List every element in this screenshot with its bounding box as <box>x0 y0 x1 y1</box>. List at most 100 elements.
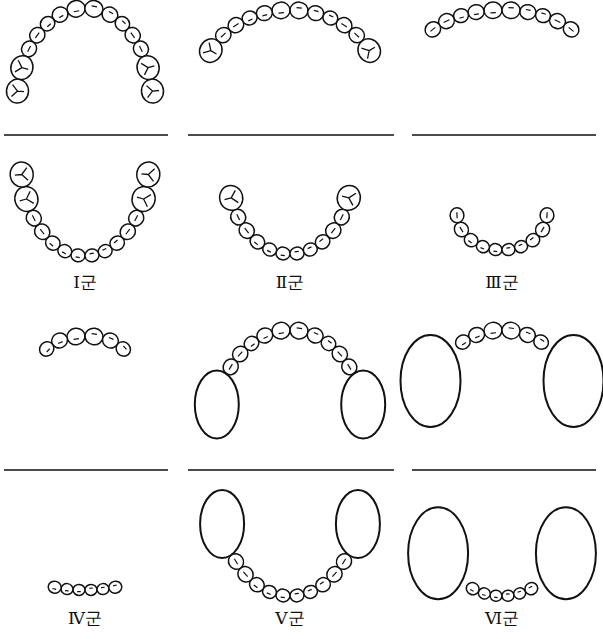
tooth <box>60 583 73 595</box>
tooth <box>289 1 308 19</box>
molar-fissure <box>15 60 30 75</box>
tooth-outline <box>84 248 100 263</box>
incisal-mark <box>308 247 312 249</box>
tooth-outline <box>275 588 291 603</box>
incisal-mark <box>74 338 79 340</box>
premolar-fissure <box>460 227 463 232</box>
occlusal-line <box>412 469 596 470</box>
tooth-outline <box>501 243 515 256</box>
tooth-outline <box>271 1 290 19</box>
tooth <box>531 332 551 352</box>
incisal-mark <box>490 12 495 14</box>
premolar-fissure <box>332 572 336 577</box>
premolar-fissure <box>28 46 31 52</box>
premolar-fissure <box>233 23 238 26</box>
premolar-fissure <box>541 227 544 232</box>
incisal-mark <box>74 10 79 12</box>
tooth <box>422 19 444 41</box>
tooth <box>464 580 481 597</box>
premolar-fissure <box>555 20 561 23</box>
incisal-mark <box>52 588 56 590</box>
tooth-outline <box>113 339 133 359</box>
edentulous-area <box>195 370 239 438</box>
incisal-mark <box>248 19 252 21</box>
incisal-mark <box>263 15 268 16</box>
premolar-fissure <box>430 27 435 31</box>
tooth <box>9 161 34 188</box>
incisal-mark <box>92 5 97 7</box>
incisal-mark <box>529 586 532 588</box>
tooth-outline <box>136 161 161 188</box>
incisal-mark <box>540 339 544 342</box>
molar-fissure <box>135 191 151 207</box>
incisal-mark <box>328 340 332 343</box>
molar-fissure <box>141 168 155 182</box>
molar-fissure <box>203 43 220 59</box>
tooth-outline <box>195 35 226 67</box>
incisal-mark <box>65 590 69 592</box>
tooth-outline <box>84 0 105 19</box>
tooth-outline <box>289 1 308 19</box>
incisal-mark <box>114 240 117 243</box>
tooth <box>467 3 485 20</box>
tooth <box>453 332 473 352</box>
incisal-mark <box>123 346 126 349</box>
premolar-fissure <box>237 214 240 220</box>
incisal-mark <box>101 587 105 589</box>
tooth-outline <box>335 183 363 213</box>
group-label: Ⅱ군 <box>276 272 305 292</box>
premolar-fissure <box>456 212 457 218</box>
incisal-mark <box>264 337 268 339</box>
tooth <box>289 588 305 603</box>
incisal-mark <box>251 344 255 347</box>
incisal-mark <box>541 13 545 14</box>
incisal-mark <box>62 252 66 254</box>
tooth <box>502 2 521 20</box>
incisal-mark <box>462 343 466 346</box>
tooth <box>73 584 85 595</box>
incisal-mark <box>102 248 106 250</box>
incisal-mark <box>77 591 81 592</box>
tooth-outline <box>9 161 34 188</box>
tooth <box>195 35 226 67</box>
premolar-fissure <box>444 20 450 23</box>
group-label: Ⅲ군 <box>485 272 518 292</box>
molar-fissure <box>361 42 378 58</box>
incisal-mark <box>526 332 530 334</box>
incisal-mark <box>526 9 531 11</box>
incisal-mark <box>279 332 284 334</box>
tooth-outline <box>85 584 97 595</box>
group-label: Ⅳ군 <box>68 608 102 628</box>
tooth-outline <box>306 4 325 22</box>
tooth <box>335 183 363 213</box>
incisal-mark <box>506 247 510 249</box>
incisal-mark <box>122 21 125 24</box>
incisal-mark <box>329 15 333 17</box>
premolar-fissure <box>139 46 142 52</box>
premolar-fissure <box>569 27 574 31</box>
premolar-fissure <box>40 229 44 234</box>
tooth <box>84 248 100 263</box>
tooth <box>84 327 104 346</box>
incisal-mark <box>113 584 117 586</box>
tooth <box>66 0 87 19</box>
tooth-outline <box>73 584 85 595</box>
incisal-mark <box>90 253 94 255</box>
incisal-mark <box>254 585 258 588</box>
incisal-mark <box>475 336 479 338</box>
tooth <box>255 4 274 22</box>
tooth-outline <box>450 207 464 223</box>
occlusal-lines <box>4 135 596 470</box>
tooth-outline <box>275 246 291 261</box>
incisal-mark <box>50 243 53 246</box>
occlusal-line <box>4 134 168 135</box>
tooth-outline <box>84 327 104 346</box>
tooth-outline <box>47 580 62 595</box>
edentulous-area <box>401 335 461 427</box>
tooth-outline <box>255 4 274 22</box>
tooth <box>289 246 305 261</box>
incisal-mark <box>519 244 523 245</box>
tooth <box>306 4 325 22</box>
incisal-mark <box>109 12 113 14</box>
